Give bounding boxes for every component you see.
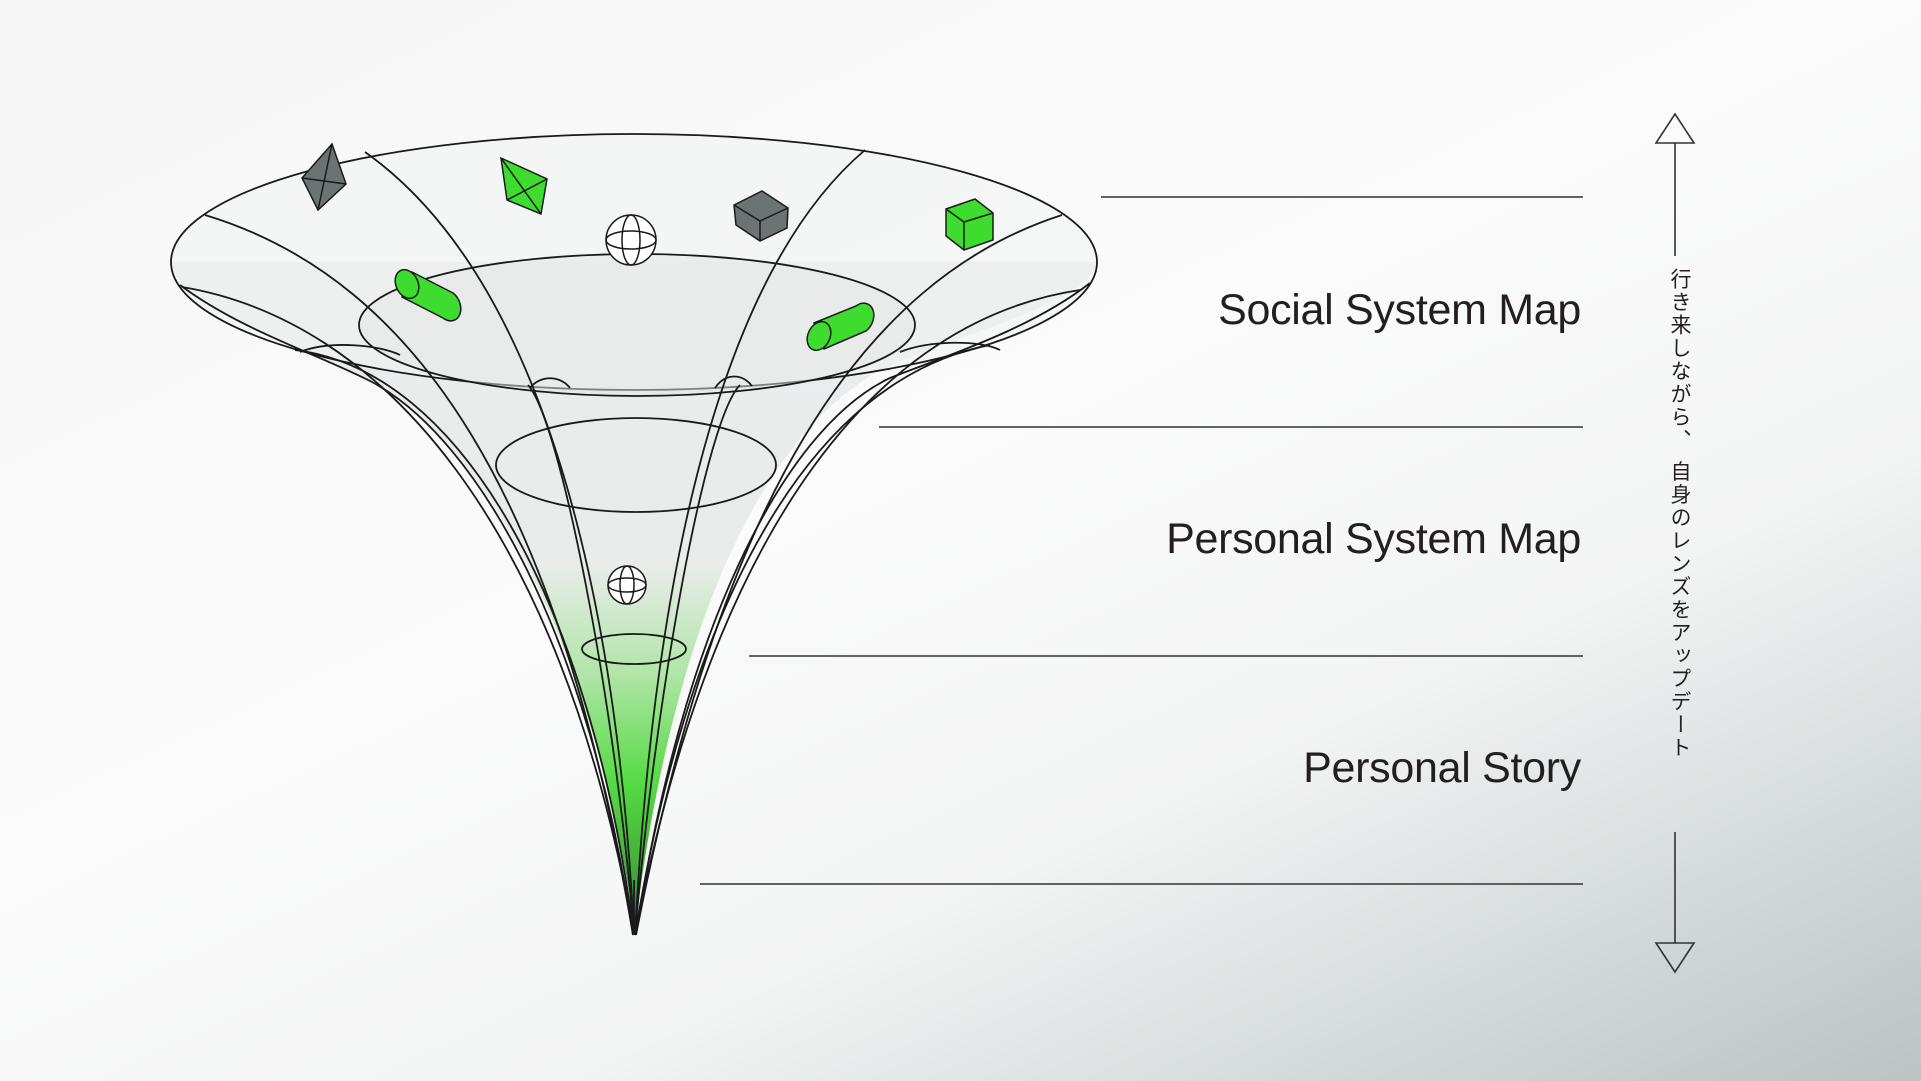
level-label-personal-story: Personal Story: [1303, 744, 1581, 792]
sphere-icon: [605, 214, 657, 266]
sphere-icon: [607, 565, 647, 605]
vertical-caption: 行き来しながら、 自身のレンズをアップデート: [1668, 268, 1692, 760]
cube-icon: [733, 190, 789, 242]
vertical-arrow: [1654, 112, 1696, 974]
arrow-up-icon: [1654, 112, 1696, 144]
funnel-middle-ring: [495, 417, 777, 513]
cylinder-icon: [806, 302, 875, 352]
funnel-right-contour: [635, 282, 1091, 936]
cylinder-icon: [394, 268, 462, 322]
arrow-down-icon: [1654, 942, 1696, 974]
cube-icon: [945, 198, 994, 251]
level-label-social-system-map: Social System Map: [1218, 286, 1581, 334]
octahedron-icon: [301, 142, 347, 212]
octahedron-icon: [500, 156, 548, 216]
level-lines: [700, 196, 1583, 885]
funnel-lower-ring: [581, 633, 687, 665]
level-label-personal-system-map: Personal System Map: [1166, 515, 1581, 563]
